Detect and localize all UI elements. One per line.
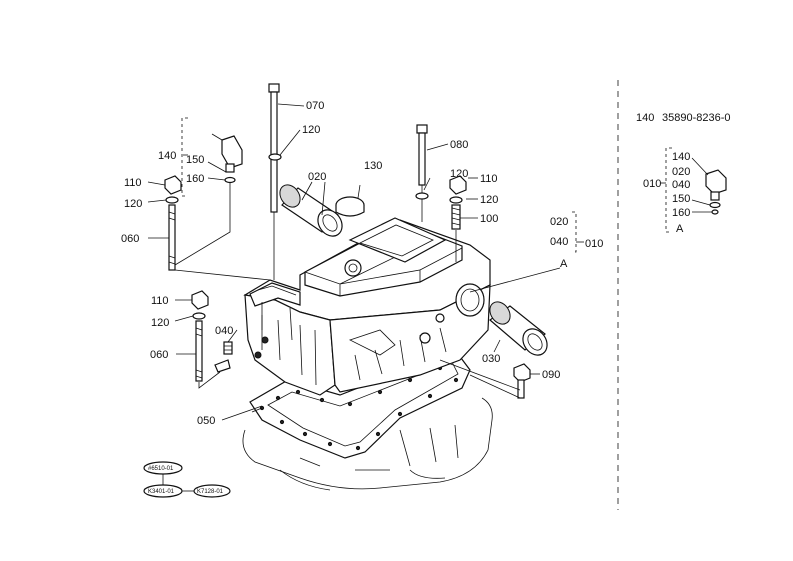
callout-160: 160	[186, 173, 204, 185]
callout-130: 130	[364, 160, 382, 172]
serial-badges: #6510-01 K3401-01 K7128-01	[143, 461, 231, 498]
group-010: 010	[585, 238, 603, 250]
callout-150: 150	[186, 154, 204, 166]
callout-080: 080	[450, 139, 468, 151]
plug-040	[223, 341, 233, 355]
badge-right-label: K7128-01	[197, 489, 224, 495]
washer-120-right-upper	[415, 192, 429, 200]
callout-110-left-upper: 110	[124, 177, 142, 189]
inset-010: 010	[643, 178, 661, 190]
callout-100: 100	[480, 213, 498, 225]
inset-160: 160	[672, 207, 690, 219]
group-a: A	[560, 258, 568, 270]
bracket-140	[181, 117, 188, 197]
callout-020: 020	[308, 171, 326, 183]
inset-panel: 140 35890-8236-0 140 020 010 040 150 160…	[636, 112, 731, 235]
callout-120-top: 120	[302, 124, 320, 136]
engine-block-outline	[242, 397, 493, 491]
callout-060-upper: 060	[121, 233, 139, 245]
callout-090: 090	[542, 369, 560, 381]
group-020: 020	[550, 216, 568, 228]
inset-020: 020	[672, 166, 690, 178]
washer-120-top	[268, 153, 282, 161]
callout-110-left-lower: 110	[151, 295, 169, 307]
callout-070: 070	[306, 100, 324, 112]
bolt-090	[513, 363, 531, 399]
callout-050: 050	[197, 415, 215, 427]
bolt-080	[416, 124, 428, 222]
inset-a: A	[676, 223, 684, 235]
inset-140: 140	[672, 151, 690, 163]
relief-valve-left	[221, 135, 243, 184]
callout-120-right-upper: 120	[450, 168, 468, 180]
bolt-070	[268, 83, 280, 280]
callout-040: 040	[215, 325, 233, 337]
cylinder-sleeve-right	[489, 301, 548, 356]
badge-left-label: K3401-01	[148, 489, 175, 495]
guide-lines	[174, 182, 561, 413]
callout-030: 030	[482, 353, 500, 365]
inset-040: 040	[672, 179, 690, 191]
lift-housing	[214, 217, 491, 396]
badge-top-label: #6510-01	[148, 466, 174, 472]
stud-set-right	[449, 175, 467, 230]
group-040: 040	[550, 236, 568, 248]
badge-right	[193, 484, 231, 498]
leader-lines	[147, 103, 540, 421]
callout-060-lower: 060	[150, 349, 168, 361]
cylinder-sleeve-upper	[279, 184, 343, 237]
stud-060-upper	[164, 175, 182, 271]
inset-150: 150	[672, 193, 690, 205]
stud-060-lower	[191, 290, 209, 382]
callout-labels: 070 120 080 140 150 160 130 020 110 120 …	[121, 100, 560, 427]
callout-120-left-lower: 120	[151, 317, 169, 329]
inset-header-part: 35890-8236-0	[662, 112, 731, 124]
callout-120-right: 120	[480, 194, 498, 206]
filler-cap	[335, 196, 365, 217]
group-callout: 020 040 010 A	[550, 211, 603, 270]
callout-140: 140	[158, 150, 176, 162]
inset-header-item: 140	[636, 112, 654, 124]
callout-120-left-upper: 120	[124, 198, 142, 210]
gasket	[249, 349, 471, 459]
callout-110-right: 110	[480, 173, 498, 185]
